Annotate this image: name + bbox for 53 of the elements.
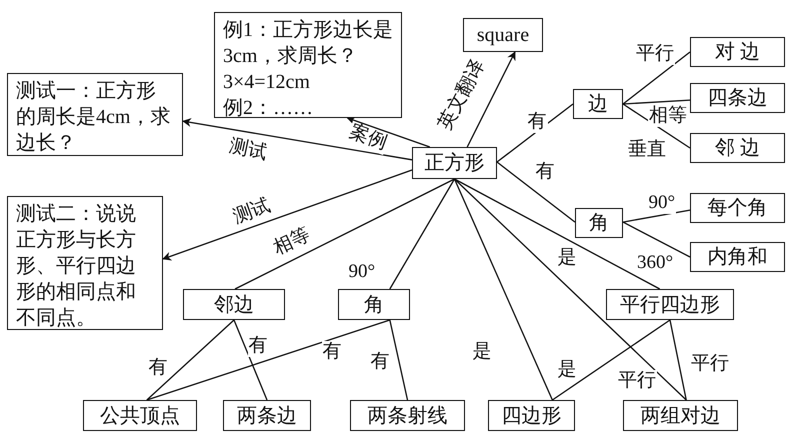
connector-line [669, 320, 687, 400]
connector-line [622, 99, 690, 105]
concept-box: 邻 边 [690, 133, 785, 163]
concept-box: 平行四边形 [606, 289, 734, 320]
edge-label: 有 [248, 335, 268, 357]
concept-box: 角 [338, 289, 410, 320]
example-text: 例2：…… [223, 96, 314, 121]
concept-box: square [463, 18, 543, 52]
concept-box: 正方形 [412, 147, 497, 179]
concept-box: 两条边 [223, 400, 311, 431]
edge-label: 是 [556, 247, 578, 269]
connector-line [233, 320, 268, 400]
connector-line [234, 178, 455, 290]
connector-line [496, 103, 574, 163]
connector-line [622, 209, 690, 223]
example-text: 例1：正方形边长是3cm，求周长？ [223, 18, 393, 69]
concept-box: 四边形 [488, 400, 575, 431]
concept-box: 角 [575, 208, 623, 238]
example-text: 3×4=12cm [223, 70, 311, 95]
connector-line [146, 320, 234, 400]
connector-line [622, 51, 690, 105]
text-box: 测试一：正方形的周长是4cm，求边长？ [7, 73, 183, 156]
concept-box: 内角和 [690, 242, 785, 272]
concept-box: 两条射线 [350, 400, 465, 431]
arrow [182, 118, 412, 160]
connector-line [454, 178, 687, 400]
edge-label: 是 [472, 341, 492, 363]
concept-box: 边 [573, 89, 623, 119]
edge-label: 平行 [635, 43, 675, 65]
connector-line [552, 319, 670, 401]
concept-box: 公共顶点 [83, 400, 197, 431]
edge-label: 有 [526, 111, 548, 133]
arrow [162, 169, 412, 260]
example-box [214, 12, 402, 118]
connector-line [454, 178, 553, 400]
concept-box: 四条边 [690, 83, 785, 113]
connector-line [496, 162, 576, 223]
edge-label: 是 [556, 359, 578, 381]
arrow [346, 116, 430, 148]
concept-box: 两组对边 [623, 400, 738, 431]
connector-line [389, 178, 456, 290]
concept-box: 每个角 [690, 193, 785, 223]
concept-box: 邻边 [183, 289, 285, 320]
edge-label: 90° [648, 192, 676, 214]
connector-line [622, 103, 690, 149]
arrow [466, 51, 516, 148]
edge-label: 相等 [648, 105, 688, 127]
connector-line [389, 320, 408, 400]
connector-line [146, 319, 390, 401]
text-box: 测试二：说说正方形与长方形、平行四边形的相同点和不同点。 [7, 196, 163, 330]
connector-line [454, 178, 660, 290]
connector-line [622, 222, 690, 258]
concept-box: 对 边 [690, 37, 785, 67]
